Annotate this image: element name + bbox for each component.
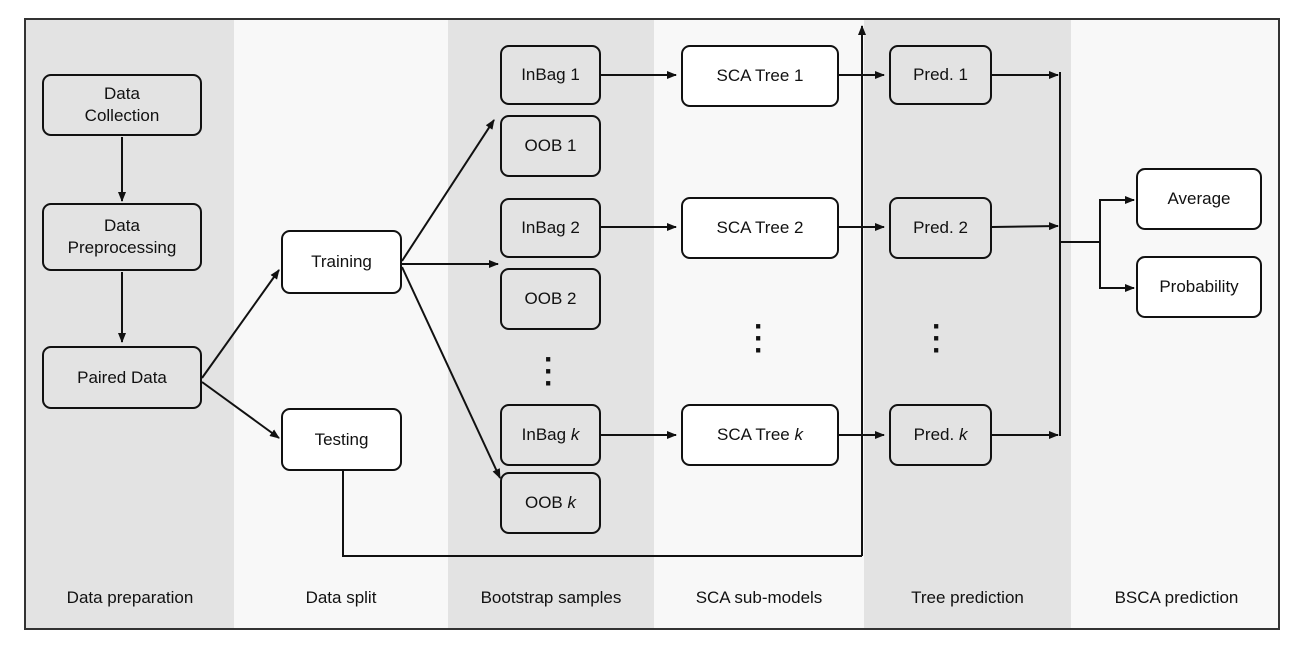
- node-oob-k: OOB k: [500, 472, 601, 534]
- stage-label-bootstrap-samples: Bootstrap samples: [480, 588, 622, 607]
- ellipsis-bootstrap: ···: [544, 343, 554, 400]
- node-sca-tree-2: SCA Tree 2: [681, 197, 839, 259]
- stage-label-data-preparation: Data preparation: [66, 588, 194, 607]
- node-pred-1: Pred. 1: [889, 45, 992, 105]
- stage-label-bsca-prediction: BSCA prediction: [1114, 588, 1239, 607]
- node-oob-2: OOB 2: [500, 268, 601, 330]
- node-testing: Testing: [281, 408, 402, 471]
- node-average: Average: [1136, 168, 1262, 230]
- ellipsis-pred: ···: [932, 310, 942, 367]
- node-inbag-1: InBag 1: [500, 45, 601, 105]
- node-inbag-k: InBag k: [500, 404, 601, 466]
- band-sca-sub-models: [654, 20, 864, 628]
- flowchart-frame: Data Collection Data Preprocessing Paire…: [24, 18, 1280, 630]
- node-sca-tree-k: SCA Tree k: [681, 404, 839, 466]
- arrow-to-probability: [1099, 242, 1135, 292]
- node-pred-k: Pred. k: [889, 404, 992, 466]
- stage-label-data-split: Data split: [305, 588, 377, 607]
- connector-lines: [118, 25, 1135, 557]
- arrow-to-average: [1099, 196, 1135, 242]
- arrow-training-to-oobk: [401, 266, 501, 479]
- node-paired-data: Paired Data: [42, 346, 202, 409]
- band-data-split: [234, 20, 448, 628]
- ellipsis-sca: ···: [754, 310, 764, 367]
- band-bsca-prediction: [1071, 20, 1278, 628]
- band-tree-prediction: [864, 20, 1071, 628]
- line-testing-to-bus: [342, 471, 862, 557]
- node-probability: Probability: [1136, 256, 1262, 318]
- node-training: Training: [281, 230, 402, 294]
- arrow-training-to-inbag1: [401, 119, 495, 262]
- stage-label-tree-prediction: Tree prediction: [911, 588, 1024, 607]
- arrow-pred2-to-merge: [991, 222, 1059, 231]
- node-data-collection: Data Collection: [42, 74, 202, 136]
- node-pred-2: Pred. 2: [889, 197, 992, 259]
- node-inbag-2: InBag 2: [500, 198, 601, 258]
- node-oob-1: OOB 1: [500, 115, 601, 177]
- node-sca-tree-1: SCA Tree 1: [681, 45, 839, 107]
- arrow-paired-to-testing: [201, 381, 280, 439]
- stage-label-sca-sub-models: SCA sub-models: [695, 588, 823, 607]
- arrow-paired-to-training: [201, 269, 280, 379]
- node-data-preprocessing: Data Preprocessing: [42, 203, 202, 271]
